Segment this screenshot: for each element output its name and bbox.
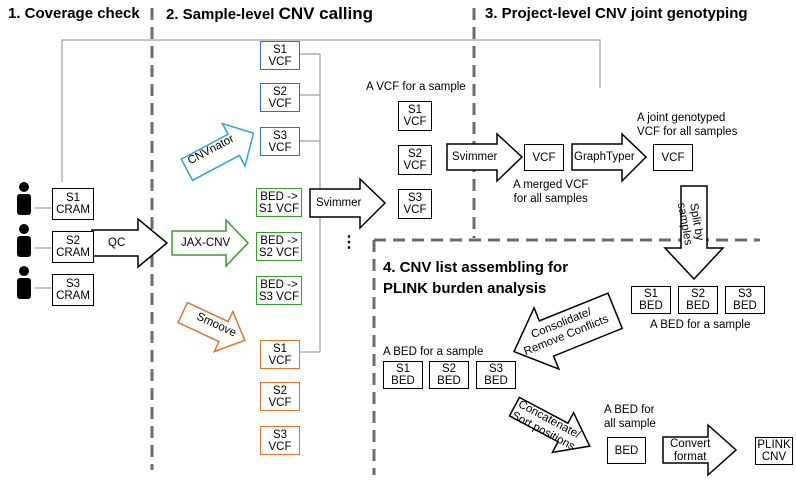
section-2-heading-part-2: CNV calling	[278, 4, 374, 23]
section-2-heading: 2. Sample-level CNV calling	[166, 4, 373, 24]
person-icon-group	[17, 182, 31, 299]
bed-all-box: BED	[607, 437, 646, 464]
concat-arrow	[508, 396, 591, 454]
merged-vcf-box: VCF	[524, 144, 564, 171]
convert-arrow	[662, 423, 738, 477]
jax-arrow	[171, 218, 250, 268]
bed-left-label: A BED for a sample	[383, 346, 484, 358]
svimmer-arrow-1	[309, 177, 387, 230]
bed-top-label: A BED for a sample	[650, 319, 751, 331]
jax-vcf-s1: BED ->S1 VCF	[256, 188, 302, 217]
section-4-line-1: 4. CNV list assembling for	[383, 259, 569, 276]
ellipsis-vertical: ⋮	[341, 234, 357, 251]
section-4-line-2: PLINK burden analysis	[383, 280, 547, 297]
smoove-arrow	[177, 301, 246, 353]
cnvnator-arrow	[180, 122, 255, 182]
consolidate-arrow	[512, 292, 624, 371]
jax-vcf-s3: BED ->S3 VCF	[256, 276, 302, 305]
graphtyper-label: GraphTyper	[574, 151, 635, 163]
sample-vcf-label: A VCF for a sample	[366, 81, 466, 93]
section-3-heading: 3. Project-level CNV joint genotyping	[485, 5, 748, 22]
svimmer-label-1: Svimmer	[316, 197, 362, 209]
qc-arrow	[91, 217, 169, 269]
section-1-heading: 1. Coverage check	[8, 5, 140, 22]
qc-label: QC	[108, 237, 126, 249]
split-arrow	[663, 185, 725, 281]
section-4-heading: 4. CNV list assembling for PLINK burden …	[383, 257, 568, 299]
graphtyper-arrow	[571, 132, 648, 183]
svimmer-arrow-2	[446, 132, 524, 183]
joint-vcf-box: VCF	[653, 144, 693, 171]
jax-label: JAX-CNV	[181, 237, 231, 249]
svimmer-label-2: Svimmer	[452, 151, 498, 163]
section-2-heading-part-1: 2. Sample-level	[166, 6, 279, 23]
jax-vcf-s2: BED ->S2 VCF	[256, 232, 302, 261]
